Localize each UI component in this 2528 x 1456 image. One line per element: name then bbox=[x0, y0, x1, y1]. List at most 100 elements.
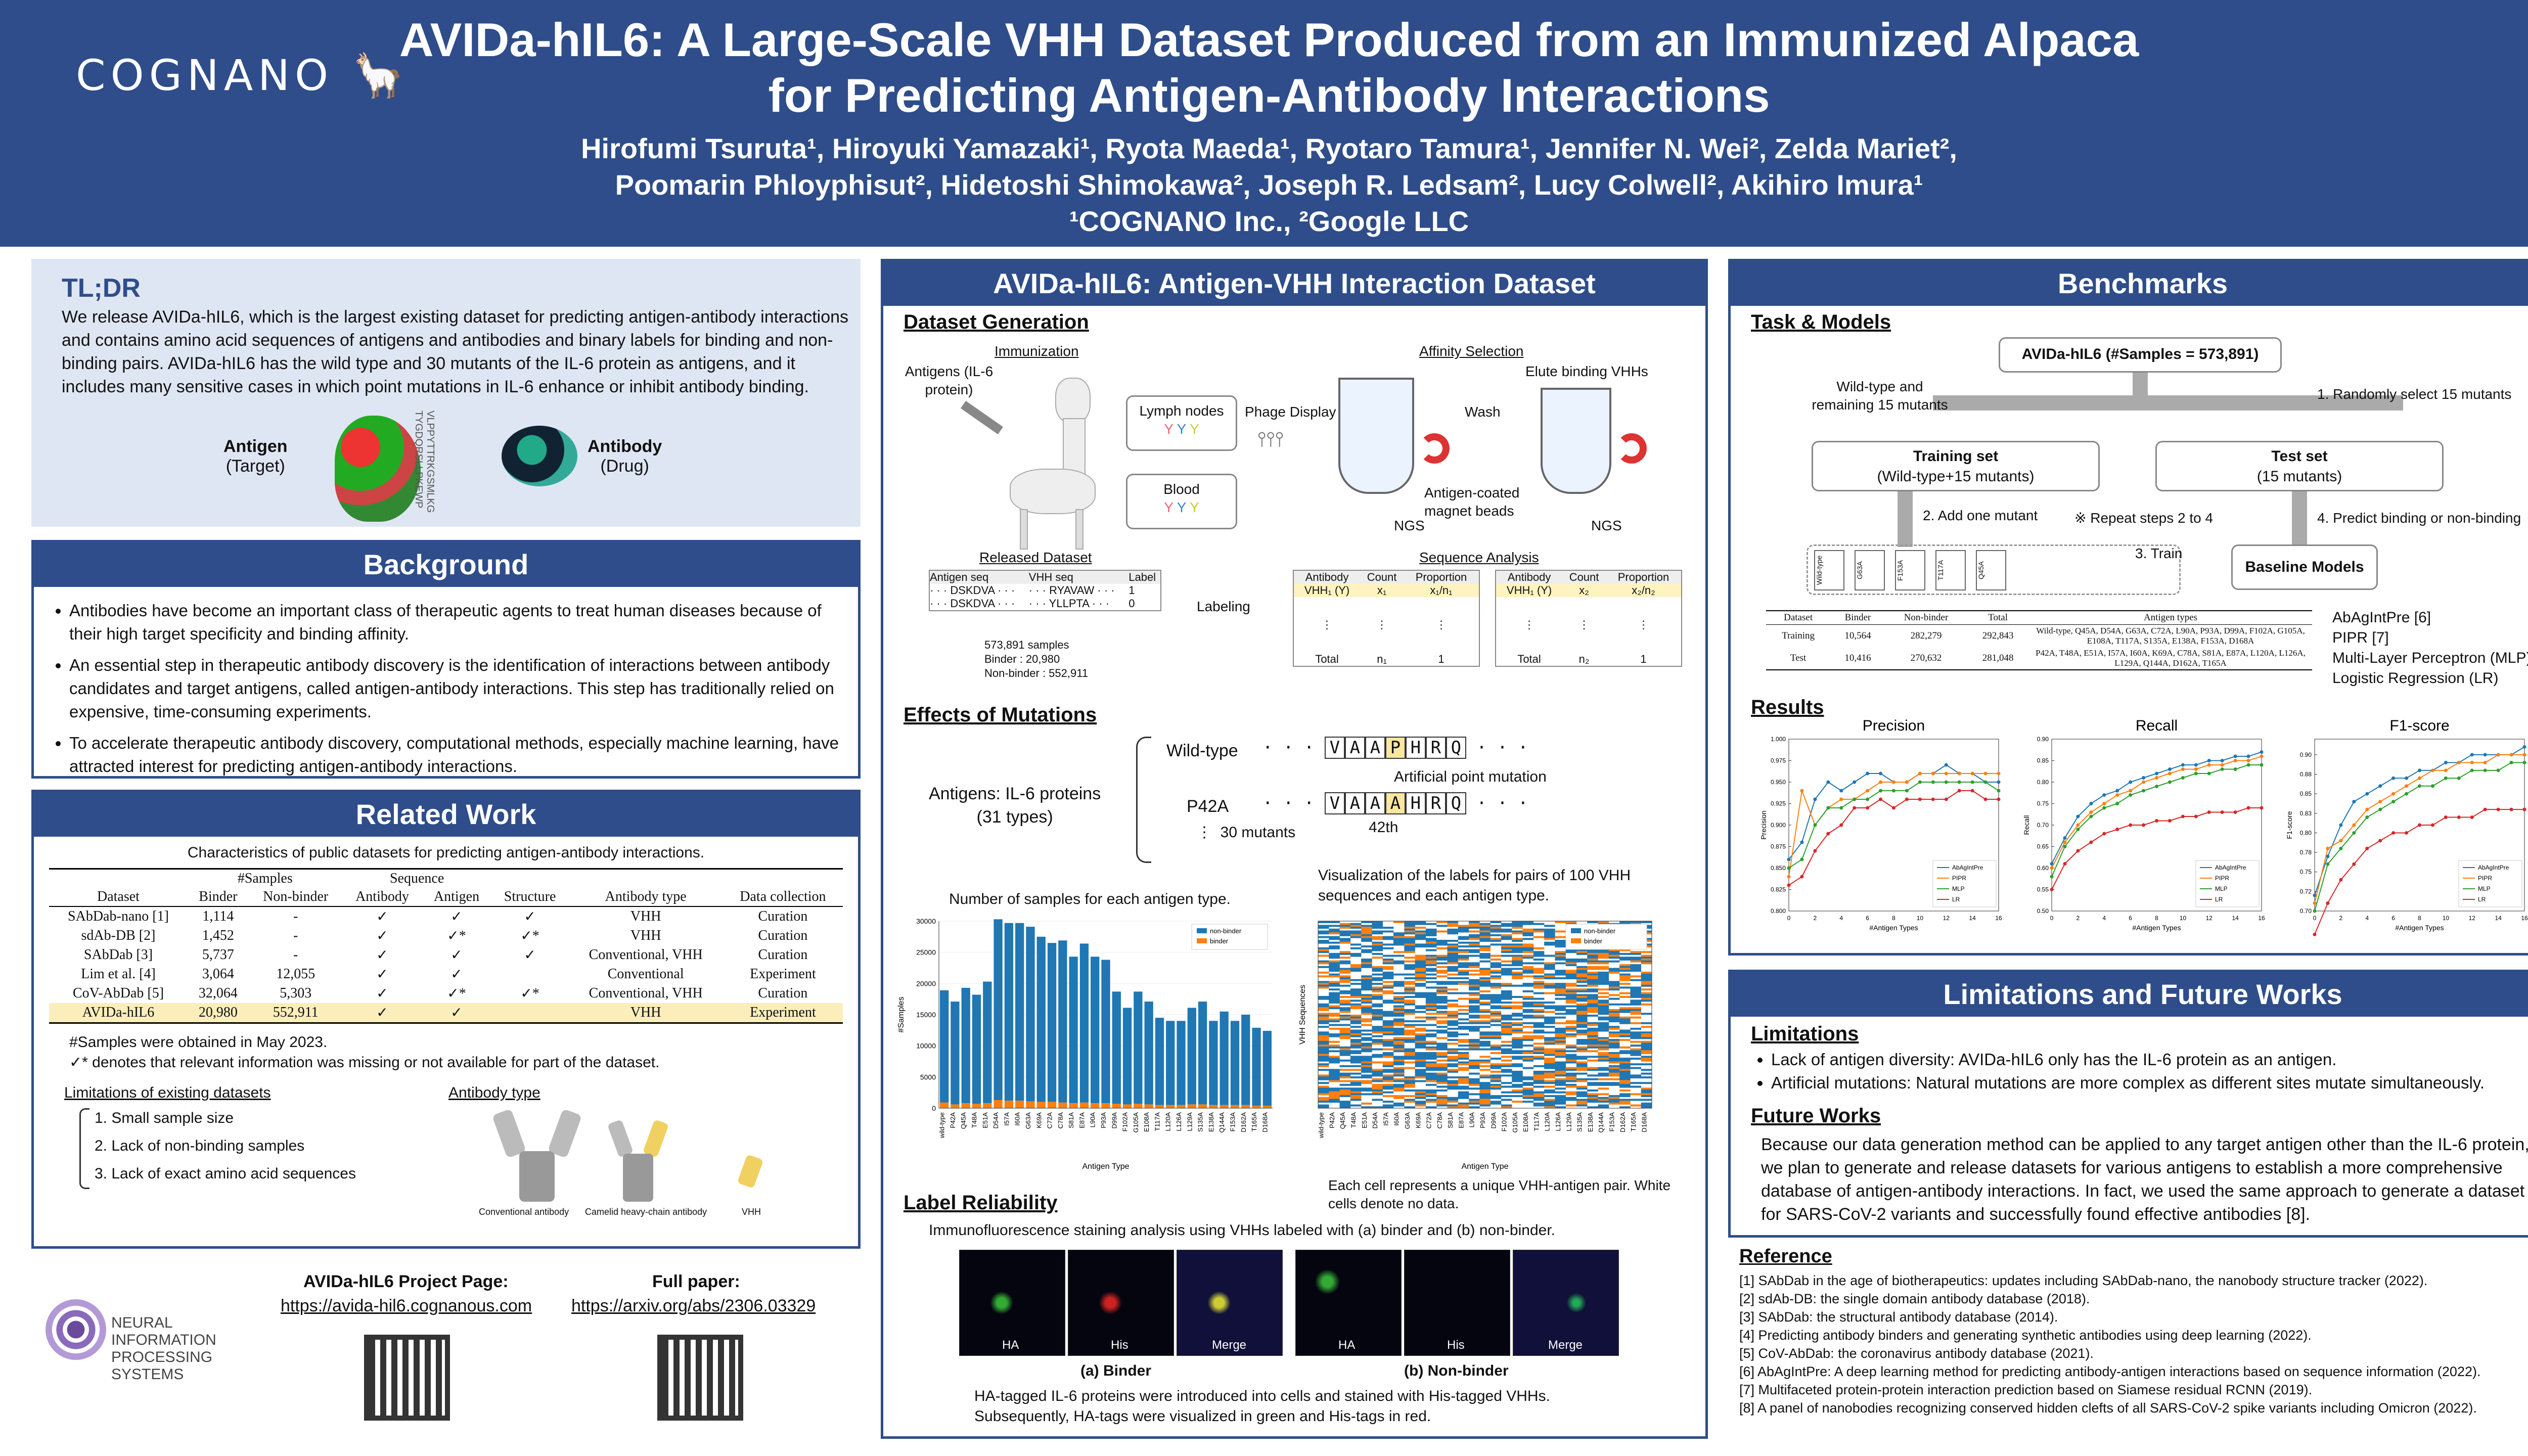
x-tick-label: T48A bbox=[971, 1112, 978, 1128]
split-cell: Wild-type, Q45A, D54A, G63A, C72A, L90A,… bbox=[2036, 626, 2305, 646]
heat-cell bbox=[1393, 1097, 1405, 1099]
heat-cell bbox=[1425, 1018, 1437, 1021]
heat-cell bbox=[1641, 997, 1652, 1000]
data-point bbox=[1997, 780, 2001, 784]
x-tick-label: P42A bbox=[949, 1112, 957, 1128]
heat-cell bbox=[1512, 1046, 1523, 1049]
heat-cell bbox=[1361, 979, 1372, 981]
data-point bbox=[1918, 771, 1922, 776]
data-point bbox=[1905, 780, 1909, 784]
bar-nonbinder bbox=[1101, 960, 1110, 1104]
heat-cell bbox=[1425, 1054, 1437, 1056]
heat-cell bbox=[1608, 986, 1620, 989]
data-point bbox=[1866, 789, 1870, 793]
heat-cell bbox=[1404, 1050, 1415, 1053]
heat-cell bbox=[1522, 1031, 1534, 1034]
heat-cell bbox=[1608, 1099, 1620, 1101]
model-item: PIPR [7] bbox=[2332, 629, 2389, 646]
data-point bbox=[2365, 815, 2369, 820]
bar-binder bbox=[994, 1100, 1003, 1108]
heat-cell bbox=[1630, 951, 1642, 953]
heat-cell bbox=[1598, 1022, 1609, 1024]
legend-label: non-binder bbox=[1210, 927, 1242, 935]
x-tick-label: 4 bbox=[2365, 915, 2369, 922]
heat-cell bbox=[1619, 1029, 1631, 1032]
heat-cell bbox=[1630, 959, 1642, 961]
heat-cell bbox=[1598, 1059, 1609, 1062]
heat-cell bbox=[1318, 1104, 1329, 1107]
heat-cell bbox=[1329, 1056, 1340, 1058]
heat-cell bbox=[1350, 970, 1362, 972]
heat-cell bbox=[1501, 1059, 1512, 1062]
data-point bbox=[2378, 800, 2382, 804]
y-tick-label: 0.80 bbox=[2037, 779, 2049, 786]
baseline-models-box: Baseline Models bbox=[2231, 544, 2378, 590]
heat-cell bbox=[1598, 1044, 1609, 1047]
heat-cell bbox=[1415, 1024, 1426, 1026]
heat-cell bbox=[1339, 1052, 1351, 1054]
heat-cell bbox=[1501, 1007, 1512, 1010]
project-page-link[interactable]: https://avida-hil6.cognanous.com bbox=[281, 1296, 532, 1315]
heat-cell bbox=[1479, 1002, 1491, 1004]
bar-binder bbox=[1112, 1104, 1121, 1108]
heat-cell bbox=[1479, 1020, 1491, 1023]
data-point bbox=[2115, 802, 2119, 805]
heat-cell bbox=[1382, 954, 1394, 957]
heat-cell bbox=[1447, 1080, 1459, 1082]
heat-cell bbox=[1598, 1040, 1609, 1043]
heat-cell bbox=[1458, 970, 1469, 972]
heat-cell bbox=[1350, 1080, 1362, 1082]
heat-cell bbox=[1415, 1027, 1426, 1030]
heat-cell bbox=[1458, 1104, 1469, 1107]
y-tick-label: 0.90 bbox=[2037, 736, 2049, 743]
heat-cell bbox=[1501, 1065, 1512, 1067]
heat-cell bbox=[1490, 1046, 1502, 1049]
heat-cell bbox=[1619, 1058, 1631, 1060]
bar-nonbinder bbox=[1144, 1002, 1153, 1105]
heat-cell bbox=[1393, 984, 1405, 987]
heat-cell bbox=[1555, 1091, 1566, 1094]
heat-cell bbox=[1565, 1069, 1577, 1071]
heat-cell bbox=[1415, 1095, 1426, 1098]
sequence-analysis-label: Sequence Analysis bbox=[1419, 550, 1539, 565]
heat-cell bbox=[1490, 938, 1502, 940]
heat-cell bbox=[1469, 970, 1480, 972]
data-point bbox=[1839, 806, 1843, 810]
heat-cell bbox=[1490, 1102, 1502, 1105]
heat-cell bbox=[1490, 1020, 1502, 1023]
heat-cell bbox=[1576, 1087, 1588, 1090]
data-point bbox=[2326, 846, 2330, 850]
heat-cell bbox=[1458, 1106, 1469, 1109]
heat-cell bbox=[1512, 1040, 1523, 1043]
heat-cell bbox=[1587, 1015, 1598, 1017]
x-tick-label: T165A bbox=[1250, 1112, 1258, 1132]
heat-cell bbox=[1587, 1031, 1598, 1034]
heat-cell bbox=[1490, 962, 1502, 965]
heat-cell bbox=[1350, 990, 1362, 992]
heat-cell bbox=[1576, 1020, 1588, 1023]
heat-cell bbox=[1425, 938, 1437, 940]
heat-cell bbox=[1447, 1087, 1459, 1090]
heat-cell bbox=[1512, 1022, 1523, 1024]
heat-cell bbox=[1619, 986, 1631, 989]
paper-link[interactable]: https://arxiv.org/abs/2306.03329 bbox=[571, 1296, 816, 1315]
heat-cell bbox=[1512, 1085, 1523, 1088]
heat-cell bbox=[1512, 1037, 1523, 1039]
heat-cell bbox=[1318, 1087, 1329, 1090]
bar-binder bbox=[940, 1102, 949, 1108]
heat-cell bbox=[1339, 957, 1351, 959]
heat-cell bbox=[1469, 1009, 1480, 1011]
heat-cell bbox=[1425, 1089, 1437, 1091]
heat-cell bbox=[1479, 1069, 1491, 1071]
heat-cell bbox=[1339, 1065, 1351, 1067]
heat-cell bbox=[1318, 1093, 1329, 1096]
heat-cell bbox=[1382, 975, 1394, 978]
heat-cell bbox=[1469, 1016, 1480, 1019]
heat-cell bbox=[1533, 1003, 1545, 1006]
heat-cell bbox=[1458, 1005, 1469, 1008]
heat-cell bbox=[1630, 1027, 1642, 1030]
y-tick-label: 15000 bbox=[916, 1011, 936, 1019]
